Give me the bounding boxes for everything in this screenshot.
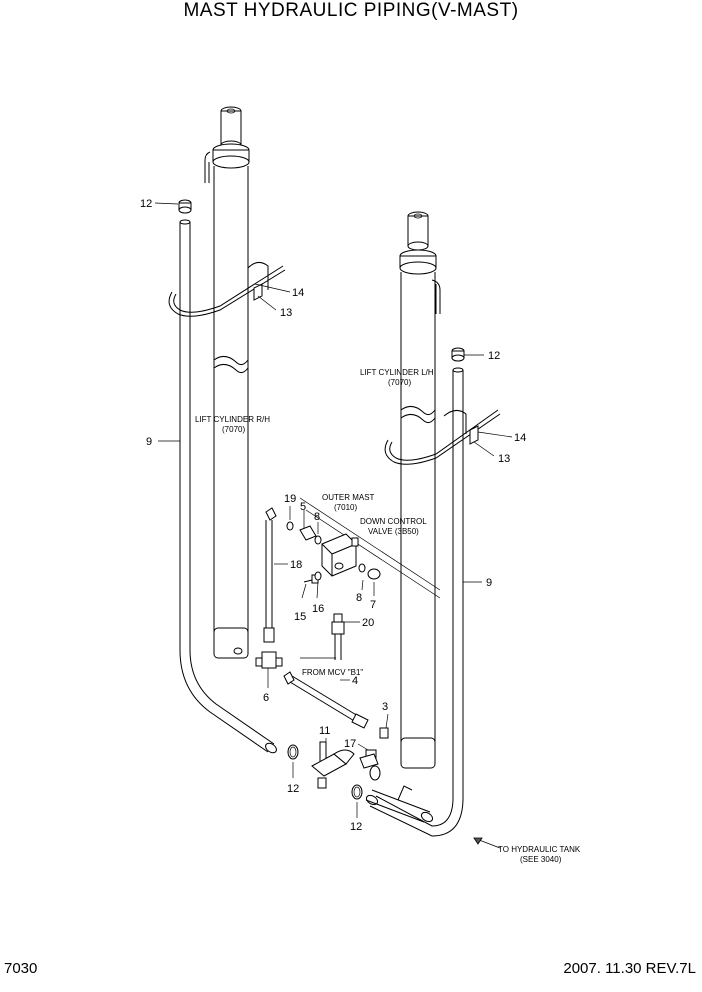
callout-16: 16: [312, 603, 324, 615]
down-control-valve: [321, 533, 359, 577]
hose-18: [263, 507, 277, 643]
clamp-right: [384, 409, 501, 465]
fitting-3: [379, 727, 389, 739]
nut-12-top-left: [178, 199, 192, 214]
callout-5: 5: [300, 501, 306, 513]
lift-cylinder-rh: [204, 106, 250, 659]
nut-12-bottom-right: [351, 784, 363, 800]
callout-18: 18: [290, 559, 302, 571]
outer-mast-line: [299, 497, 441, 591]
label-down-control-valve: DOWN CONTROL: [360, 517, 427, 526]
label-lift-cylinder-lh: LIFT CYLINDER L/H: [360, 368, 434, 377]
oring-8-top: [314, 535, 322, 545]
callout-12-bottom-left: 12: [287, 783, 299, 795]
washer-16: [314, 571, 322, 581]
oring-8-bottom: [358, 563, 366, 573]
callout-8-bottom: 8: [356, 592, 362, 604]
tee-6: [255, 651, 283, 669]
callout-4: 4: [352, 675, 358, 687]
fitting-5: [299, 525, 317, 541]
oring-19: [286, 521, 294, 531]
page-number: 7030: [4, 960, 38, 977]
label-outer-mast-ref: (7010): [334, 503, 357, 512]
callout-3: 3: [382, 701, 388, 713]
callout-12-bottom-right: 12: [350, 821, 362, 833]
leader-lines: [154, 202, 513, 849]
label-to-hydraulic-tank: TO HYDRAULIC TANK: [498, 845, 581, 854]
label-outer-mast: OUTER MAST: [322, 493, 375, 502]
fitting-20: [331, 613, 345, 660]
callout-7: 7: [370, 599, 376, 611]
callout-14-left: 14: [292, 287, 304, 299]
plug-7: [367, 568, 381, 580]
label-down-control-valve-2: VALVE (3B50): [368, 527, 419, 536]
callout-6: 6: [263, 692, 269, 704]
callout-12-top-left: 12: [140, 198, 152, 210]
callout-9-right: 9: [486, 577, 492, 589]
label-to-hydraulic-tank-ref: (SEE 3040): [520, 855, 562, 864]
clamp-left: [168, 262, 286, 317]
hose-4: [283, 671, 369, 729]
tee-11: [311, 741, 355, 789]
callout-17: 17: [344, 738, 356, 750]
callout-8-top: 8: [314, 511, 320, 523]
pipe-9-left: [179, 219, 277, 754]
label-lift-cylinder-rh-ref: (7070): [222, 425, 245, 434]
callout-15: 15: [294, 611, 306, 623]
label-lift-cylinder-rh: LIFT CYLINDER R/H: [195, 415, 270, 424]
callout-13-right: 13: [498, 453, 510, 465]
callout-20: 20: [362, 617, 374, 629]
label-from-mcv: FROM MCV "B1": [302, 668, 363, 677]
nut-12-right: [451, 347, 465, 362]
page-title: MAST HYDRAULIC PIPING(V-MAST): [183, 0, 519, 21]
callout-12-right: 12: [488, 350, 500, 362]
callout-9-left: 9: [146, 436, 152, 448]
label-lift-cylinder-lh-ref: (7070): [388, 378, 411, 387]
return-pipe: [365, 785, 434, 823]
callout-11: 11: [319, 725, 330, 737]
revision-stamp: 2007. 11.30 REV.7L: [563, 960, 696, 977]
lift-cylinder-lh: [399, 211, 441, 769]
nut-12-bottom-mid: [369, 765, 381, 781]
fitting-17: [359, 749, 379, 769]
callout-14-right: 14: [514, 432, 526, 444]
callout-19: 19: [284, 493, 296, 505]
callout-13-left: 13: [280, 307, 292, 319]
nut-12-bottom-left: [287, 744, 299, 760]
